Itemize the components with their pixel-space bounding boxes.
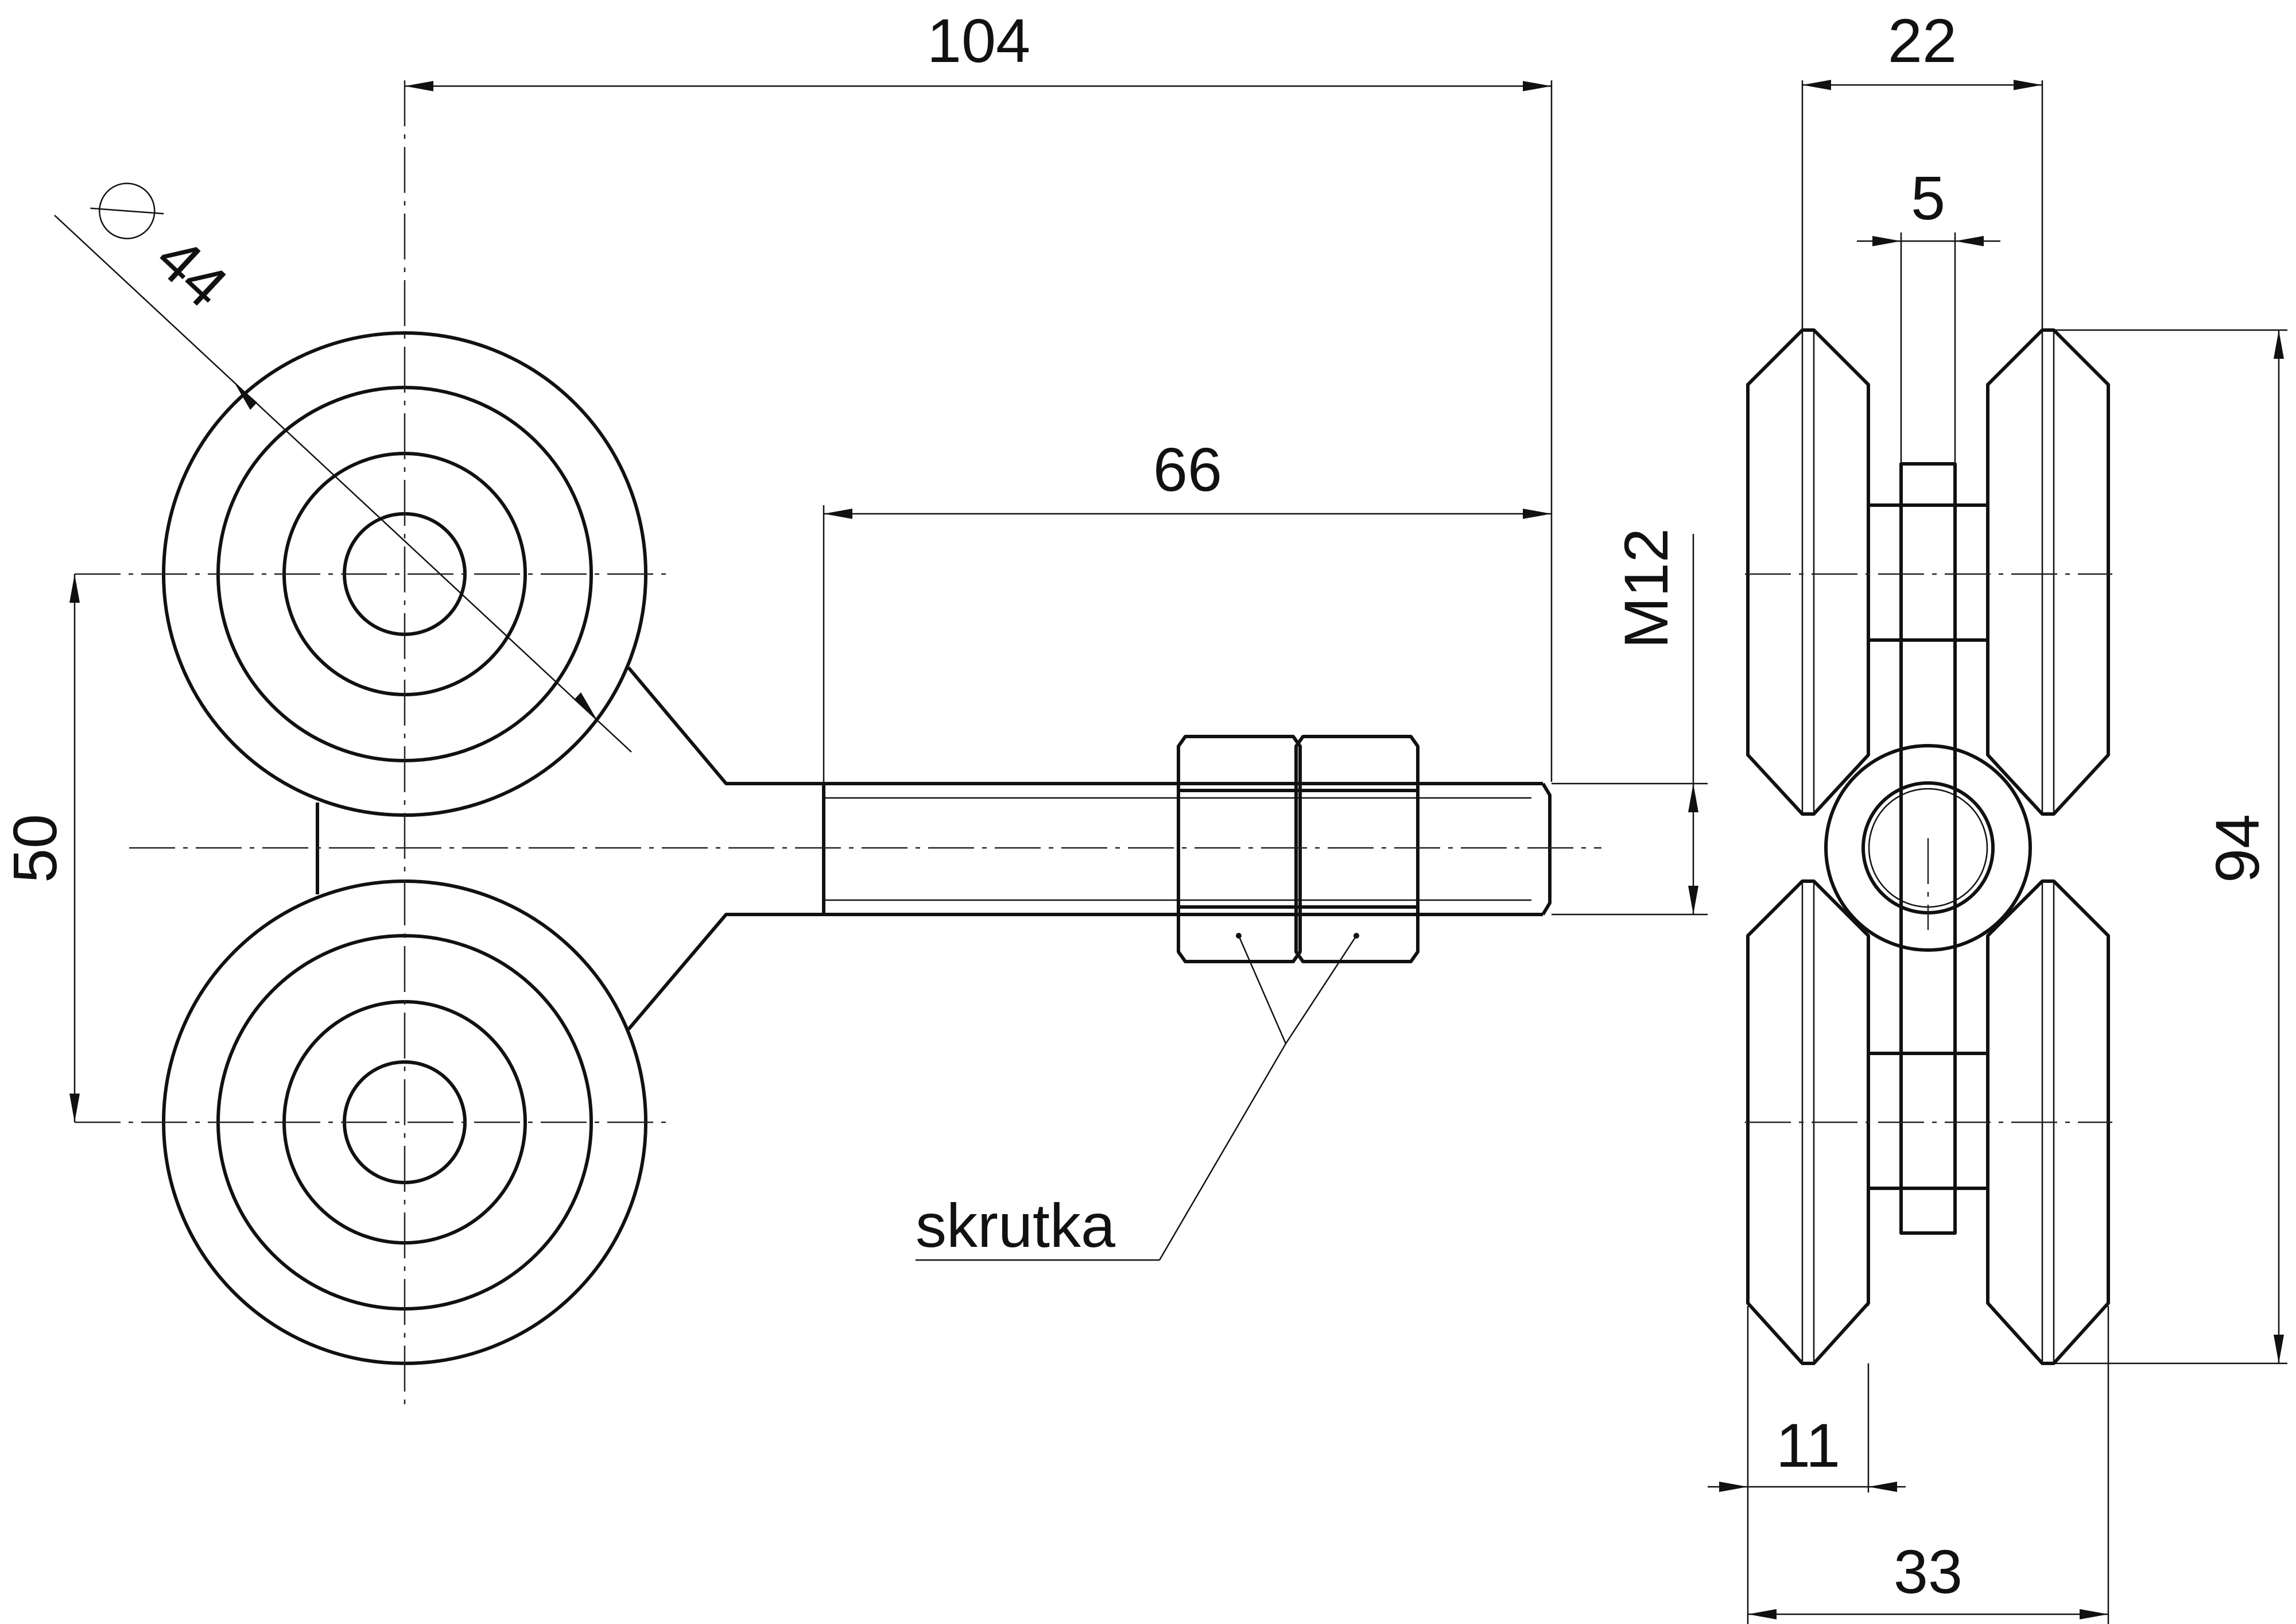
dimension-94-label: 94 — [2202, 814, 2272, 883]
dimension-33-label: 33 — [1894, 1537, 1963, 1606]
side-centerlines — [1745, 573, 2112, 1123]
dimension-94: 94 — [2054, 329, 2287, 1365]
dimension-104-label: 104 — [927, 6, 1030, 75]
dimension-m12-label: M12 — [1611, 528, 1681, 649]
hex-nut-1 — [1177, 735, 1302, 963]
dimension-11-label: 11 — [1776, 1410, 1840, 1480]
side-view: 22 5 94 11 — [1708, 6, 2287, 1624]
side-wheel-upper-right — [1986, 328, 2110, 816]
diameter-symbol-circle — [99, 183, 156, 239]
callout-skrutka: skrutka — [916, 935, 1358, 1261]
dimension-11: 11 — [1708, 1208, 1906, 1624]
dimension-44-label: 44 — [143, 223, 241, 320]
front-view: 104 66 44 50 — [0, 6, 1708, 1406]
callout-skrutka-label: skrutka — [916, 1191, 1116, 1260]
dimension-5-label: 5 — [1911, 163, 1945, 232]
dimension-104: 104 — [405, 6, 1553, 782]
dimension-50: 50 — [0, 574, 80, 1122]
side-wheel-upper-left — [1746, 328, 1870, 816]
dimension-5: 5 — [1857, 163, 2000, 462]
dimension-22-label: 22 — [1888, 6, 1957, 75]
side-center-plate — [1899, 462, 1957, 1235]
front-centerlines — [75, 80, 1601, 1406]
dimension-66: 66 — [823, 435, 1552, 782]
hex-nut-2 — [1294, 735, 1420, 963]
dimension-50-label: 50 — [0, 814, 69, 883]
dimension-33: 33 — [1748, 1306, 2109, 1624]
dimension-diameter-44: 44 — [54, 183, 632, 753]
dimension-m12: M12 — [1552, 528, 1708, 916]
dimension-22: 22 — [1801, 6, 2043, 328]
dimension-66-label: 66 — [1153, 435, 1222, 504]
threaded-rod — [822, 782, 1552, 916]
